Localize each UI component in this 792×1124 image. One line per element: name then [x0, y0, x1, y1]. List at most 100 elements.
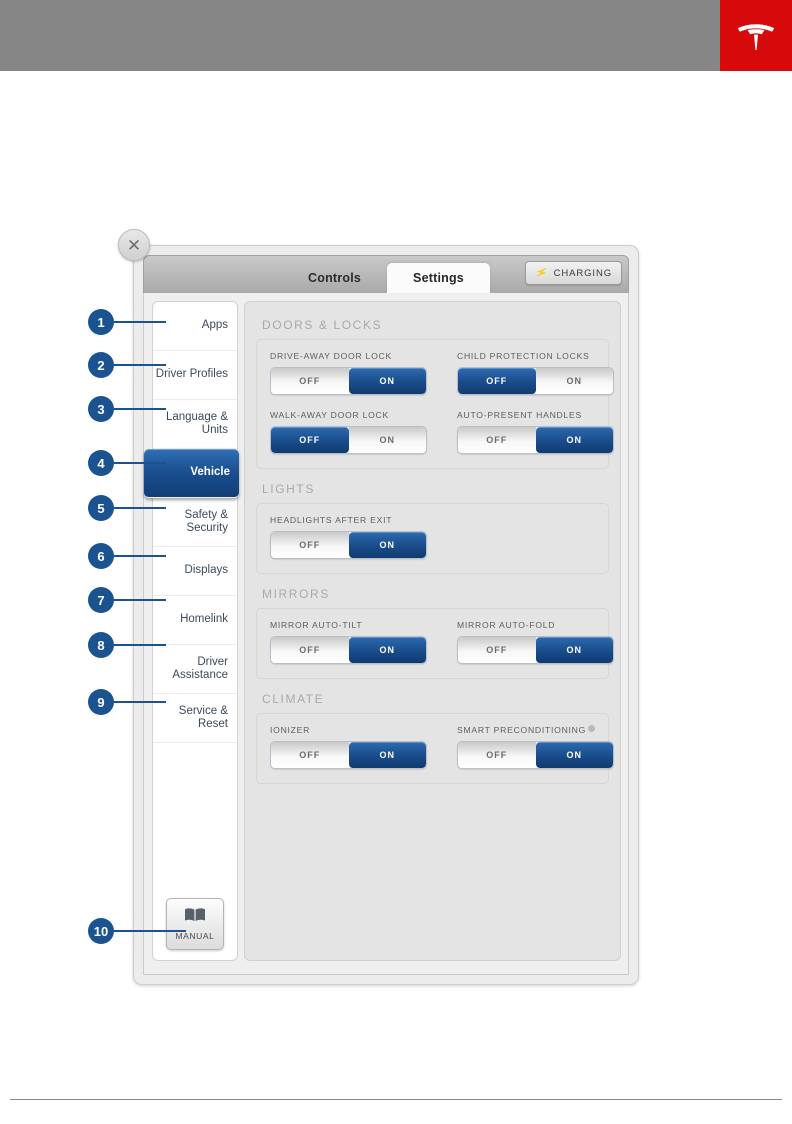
- setting-label-text: WALK-AWAY DOOR LOCK: [270, 410, 389, 420]
- callout-number: 5: [97, 500, 105, 516]
- callout-marker-5: 5: [88, 495, 114, 521]
- setting-label: DRIVE-AWAY DOOR LOCK: [270, 351, 427, 361]
- sidebar-item-label: Service & Reset: [178, 704, 228, 730]
- callout-marker-3: 3: [88, 396, 114, 422]
- sidebar-item-label: Driver Profiles: [155, 368, 228, 381]
- callout-leader-line-6: [114, 555, 166, 557]
- callout-leader-line-7: [114, 599, 166, 601]
- manual-button[interactable]: MANUAL: [166, 898, 224, 950]
- setting-label-text: HEADLIGHTS AFTER EXIT: [270, 515, 393, 525]
- sidebar-item-label: Apps: [201, 319, 228, 332]
- callout-leader-line-10: [114, 930, 186, 932]
- tab-label: Controls: [308, 271, 362, 285]
- toggle-option-off[interactable]: OFF: [271, 532, 349, 558]
- callout-number: 3: [97, 401, 105, 417]
- sidebar-item-apps[interactable]: Apps: [153, 302, 237, 351]
- charging-button-label: CHARGING: [553, 267, 612, 279]
- toggle-option-on[interactable]: ON: [535, 427, 613, 453]
- setting-label-text: AUTO-PRESENT HANDLES: [457, 410, 582, 420]
- setting-label: HEADLIGHTS AFTER EXIT: [270, 515, 430, 525]
- toggle-option-on[interactable]: ON: [535, 742, 613, 768]
- book-icon: [184, 907, 206, 927]
- toggle-option-off[interactable]: OFF: [458, 742, 536, 768]
- callout-marker-8: 8: [88, 632, 114, 658]
- tab-controls[interactable]: Controls: [282, 263, 387, 293]
- setting-label: MIRROR AUTO-TILT: [270, 620, 427, 630]
- sidebar-item-displays[interactable]: Displays: [153, 547, 237, 596]
- toggle-option-off[interactable]: OFF: [271, 637, 349, 663]
- setting-label-text: MIRROR AUTO-TILT: [270, 620, 363, 630]
- toggle-option-off[interactable]: OFF: [271, 742, 349, 768]
- setting-label-text: DRIVE-AWAY DOOR LOCK: [270, 351, 392, 361]
- bolt-icon: ⚡: [533, 265, 550, 281]
- page-header-band: [0, 0, 792, 71]
- callout-number: 8: [97, 637, 105, 653]
- callout-marker-1: 1: [88, 309, 114, 335]
- callout-marker-9: 9: [88, 689, 114, 715]
- callout-leader-line-4: [114, 462, 166, 464]
- setting-label: AUTO-PRESENT HANDLES: [457, 410, 614, 420]
- toggle-option-off[interactable]: OFF: [271, 427, 349, 453]
- callout-leader-line-5: [114, 507, 166, 509]
- sidebar-item-service-reset[interactable]: Service & Reset: [153, 694, 237, 743]
- toggle-option-on[interactable]: ON: [348, 427, 426, 453]
- sidebar-item-driver-assistance[interactable]: Driver Assistance: [153, 645, 237, 694]
- manual-button-label: MANUAL: [175, 931, 215, 941]
- sidebar-item-language-units[interactable]: Language & Units: [153, 400, 237, 449]
- toggle-option-on[interactable]: ON: [535, 637, 613, 663]
- setting-label: WALK-AWAY DOOR LOCK: [270, 410, 427, 420]
- group-title: CLIMATE: [262, 692, 325, 706]
- charging-button[interactable]: ⚡ CHARGING: [525, 261, 622, 285]
- sidebar-item-homelink[interactable]: Homelink: [153, 596, 237, 645]
- toggle-option-on[interactable]: ON: [348, 368, 426, 394]
- sidebar-item-label: Safety & Security: [184, 508, 228, 534]
- toggle-option-on[interactable]: ON: [348, 532, 426, 558]
- toggle-option-on[interactable]: ON: [535, 368, 613, 394]
- callout-number: 10: [93, 923, 109, 939]
- setting-label: MIRROR AUTO-FOLD: [457, 620, 614, 630]
- group-title: DOORS & LOCKS: [262, 318, 383, 332]
- toggle-option-off[interactable]: OFF: [458, 427, 536, 453]
- sidebar-item-label: Displays: [184, 564, 228, 577]
- callout-leader-line-9: [114, 701, 166, 703]
- tab-bar: Controls Settings ⚡ CHARGING: [143, 255, 629, 293]
- info-icon[interactable]: [588, 725, 596, 732]
- toggle-option-off[interactable]: OFF: [271, 368, 349, 394]
- close-icon[interactable]: ✕: [118, 229, 150, 261]
- setting-label: CHILD PROTECTION LOCKS: [457, 351, 614, 361]
- sidebar-item-vehicle[interactable]: Vehicle: [144, 449, 239, 498]
- callout-number: 4: [97, 455, 105, 471]
- callout-number: 7: [97, 592, 105, 608]
- setting-label-text: CHILD PROTECTION LOCKS: [457, 351, 590, 361]
- sidebar-item-driver-profiles[interactable]: Driver Profiles: [153, 351, 237, 400]
- toggle-option-on[interactable]: ON: [348, 742, 426, 768]
- callout-marker-4: 4: [88, 450, 114, 476]
- sidebar-item-label: Homelink: [180, 613, 228, 626]
- toggle-option-off[interactable]: OFF: [458, 368, 536, 394]
- toggle-option-off[interactable]: OFF: [458, 637, 536, 663]
- tab-settings[interactable]: Settings: [387, 263, 490, 293]
- callout-marker-7: 7: [88, 587, 114, 613]
- sidebar-item-safety-security[interactable]: Safety & Security: [153, 498, 237, 547]
- setting-label-text: IONIZER: [270, 725, 311, 735]
- toggle-option-on[interactable]: ON: [348, 637, 426, 663]
